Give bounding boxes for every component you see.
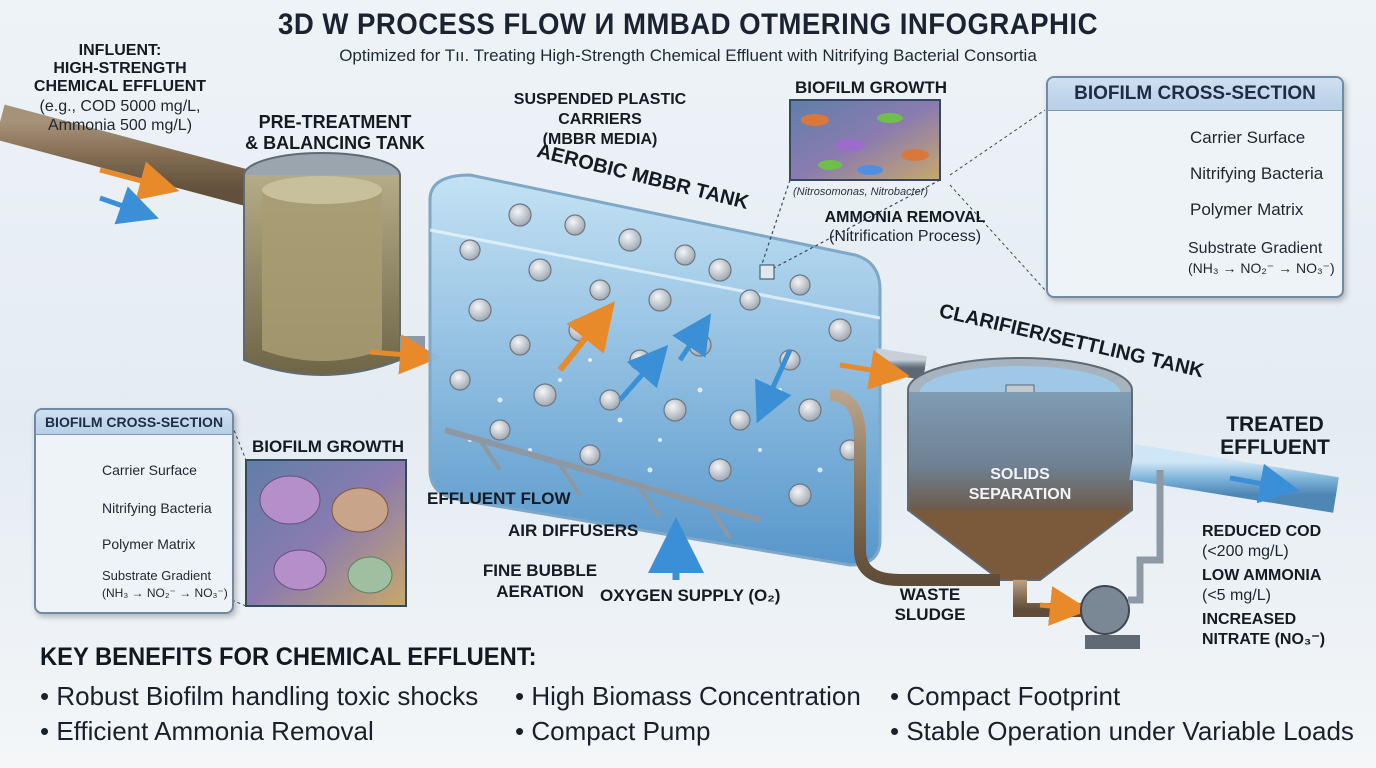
benefit-item-5: Compact Pump [515, 716, 710, 747]
influent-line1: INFLUENT: [78, 42, 162, 59]
influent-line3: CHEMICAL EFFLUENT [33, 78, 207, 95]
fine-bubble-label: FINE BUBBLE AERATION [470, 560, 610, 602]
treated-line1: TREATED [1226, 413, 1324, 436]
inset-left-item-1: Carrier Surface [102, 462, 197, 478]
biofilm-top-caption: (Nitrosomonas, Nitrobacter) [793, 186, 929, 198]
reduced-cod: REDUCED COD [1202, 523, 1322, 540]
biofilm-cross-section-inset-right: BIOFILM CROSS-SECTION Carrier Surface Ni… [1046, 76, 1344, 298]
inset-left-item-4: Substrate Gradient [102, 568, 212, 583]
solids-line1: SOLIDS [990, 466, 1050, 483]
ammonia-removal-label: AMMONIA REMOVAL (Nitrification Process) [810, 208, 1000, 246]
carriers-line2: (MBBR MEDIA) [542, 131, 658, 148]
waste-sludge-line2: SLUDGE [894, 605, 966, 624]
biofilm-left-title: BIOFILM GROWTH [252, 437, 405, 456]
low-ammonia-value: (<5 mg/L) [1202, 587, 1271, 604]
benefit-item-3: Compact Footprint [890, 681, 1120, 712]
treated-line2: EFFLUENT [1220, 436, 1330, 459]
treated-results: REDUCED COD (<200 mg/L) LOW AMMONIA (<5 … [1202, 522, 1372, 650]
pretreatment-line1: PRE-TREATMENT [258, 112, 412, 132]
inset-right-title: BIOFILM CROSS-SECTION [1048, 78, 1342, 111]
benefit-item-2: High Biomass Concentration [515, 681, 861, 712]
biofilm-top-title: BIOFILM GROWTH [795, 78, 948, 97]
inset-right-item-3: Polymer Matrix [1190, 200, 1304, 219]
increased-nitrate-2: NITRATE (NO₃⁻) [1202, 631, 1326, 648]
influent-line4: (e.g., COD 5000 mg/L, [39, 98, 201, 115]
inset-right-item-1: Carrier Surface [1190, 128, 1306, 147]
increased-nitrate-1: INCREASED [1202, 611, 1297, 628]
inset-left-title: BIOFILM CROSS-SECTION [36, 410, 232, 435]
solids-separation-label: SOLIDS SEPARATION [940, 465, 1100, 505]
oxygen-supply-label: OXYGEN SUPPLY (O₂) [600, 586, 781, 605]
inset-right-item-4: Substrate Gradient [1188, 240, 1323, 257]
benefit-item-6: Stable Operation under Variable Loads [890, 716, 1354, 747]
solids-line2: SEPARATION [968, 486, 1072, 503]
benefit-item-4: Efficient Ammonia Removal [40, 716, 373, 747]
carriers-label: SUSPENDED PLASTIC CARRIERS (MBBR MEDIA) [470, 90, 730, 150]
low-ammonia: LOW AMMONIA [1202, 567, 1322, 584]
pretreatment-label: PRE-TREATMENT & BALANCING TANK [240, 112, 430, 154]
page-title: 3D W PROCESS FLOW И MMBAD OTMERING INFOG… [278, 8, 1098, 41]
inset-right-item-5: (NH₃ → NO₂⁻ → NO₃⁻) [1188, 260, 1335, 276]
pretreatment-line2: & BALANCING TANK [245, 133, 425, 153]
influent-line5: Ammonia 500 mg/L) [47, 117, 193, 134]
influent-label: INFLUENT: HIGH-STRENGTH CHEMICAL EFFLUEN… [30, 42, 210, 96]
benefit-item-1: Robust Biofilm handling toxic shocks [40, 681, 478, 712]
ammonia-removal-subtitle: (Nitrification Process) [828, 228, 982, 245]
treated-effluent-label: TREATED EFFLUENT [1210, 413, 1340, 459]
ammonia-removal-title: AMMONIA REMOVAL [824, 209, 986, 226]
inset-right-item-2: Nitrifying Bacteria [1190, 164, 1324, 183]
waste-sludge-line1: WASTE [899, 585, 961, 604]
reduced-cod-value: (<200 mg/L) [1202, 543, 1289, 560]
fine-bubble-line2: AERATION [496, 582, 584, 601]
benefits-title: KEY BENEFITS FOR CHEMICAL EFFLUENT: [40, 643, 537, 671]
air-diffusers-label: AIR DIFFUSERS [508, 521, 639, 540]
influent-detail: (e.g., COD 5000 mg/L, Ammonia 500 mg/L) [30, 97, 210, 135]
inset-left-item-5: (NH₃ → NO₂⁻ → NO₃⁻) [102, 586, 228, 600]
carriers-line1: SUSPENDED PLASTIC CARRIERS [513, 91, 687, 128]
fine-bubble-line1: FINE BUBBLE [482, 561, 598, 580]
inset-left-item-2: Nitrifying Bacteria [102, 500, 212, 516]
biofilm-cross-section-inset-left: BIOFILM CROSS-SECTION Carrier Surface Ni… [34, 408, 234, 614]
effluent-flow-label: EFFLUENT FLOW [427, 489, 571, 508]
waste-sludge-label: WASTE SLUDGE [880, 585, 980, 625]
influent-line2: HIGH-STRENGTH [53, 60, 187, 77]
inset-left-item-3: Polymer Matrix [102, 536, 196, 552]
page-subtitle: Optimized for Tıı. Treating High-Strengt… [339, 46, 1037, 65]
